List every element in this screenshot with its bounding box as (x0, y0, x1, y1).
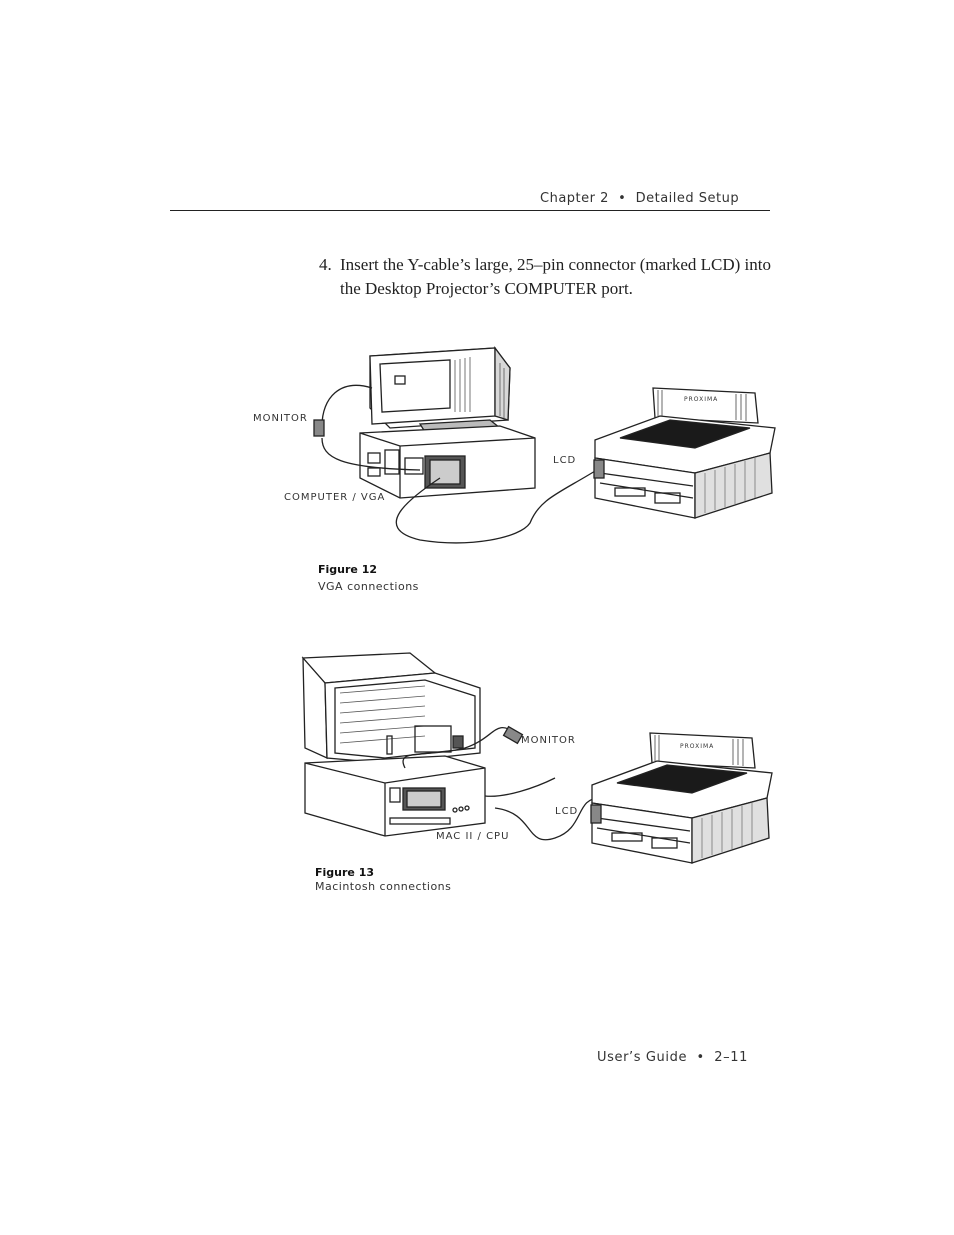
header-separator: • (618, 191, 627, 206)
chapter-label: Chapter 2 (540, 191, 609, 206)
step-number: 4. (319, 255, 332, 274)
callout-monitor: MONITOR (253, 413, 308, 424)
guide-label: User’s Guide (597, 1050, 688, 1065)
figure-13-caption: Macintosh connections (315, 880, 452, 893)
projector-brand: PROXIMA (684, 396, 719, 403)
section-label: Detailed Setup (635, 191, 740, 206)
step-paragraph: 4. Insert the Y-cable’s large, 25–pin co… (319, 253, 779, 301)
vga-projector (593, 387, 776, 519)
callout-mac-cpu: MAC II / CPU (436, 831, 510, 842)
figure-12-illustration (300, 328, 780, 553)
vga-computer (359, 425, 536, 499)
footer-separator: • (696, 1050, 705, 1065)
projector-brand-mac: PROXIMA (680, 743, 715, 750)
header-rule (170, 210, 770, 211)
figure-12-number: Figure 12 (318, 563, 378, 576)
figure-13-illustration (295, 648, 780, 873)
callout-lcd: LCD (553, 455, 577, 466)
mac-projector (590, 732, 773, 864)
vga-monitor (369, 346, 511, 433)
page-number: 2–11 (714, 1050, 748, 1065)
mac-cpu (304, 755, 486, 837)
running-header: Chapter 2 • Detailed Setup (540, 191, 739, 206)
figure-12-caption: VGA connections (318, 580, 419, 593)
step-text: Insert the Y-cable’s large, 25–pin conne… (340, 255, 772, 298)
mac-monitor (301, 652, 481, 764)
figure-13-number: Figure 13 (315, 866, 375, 879)
callout-monitor-mac: MONITOR (521, 735, 576, 746)
callout-computer-vga: COMPUTER / VGA (284, 492, 386, 503)
running-footer: User’s Guide • 2–11 (597, 1050, 748, 1065)
callout-lcd-mac: LCD (555, 806, 579, 817)
